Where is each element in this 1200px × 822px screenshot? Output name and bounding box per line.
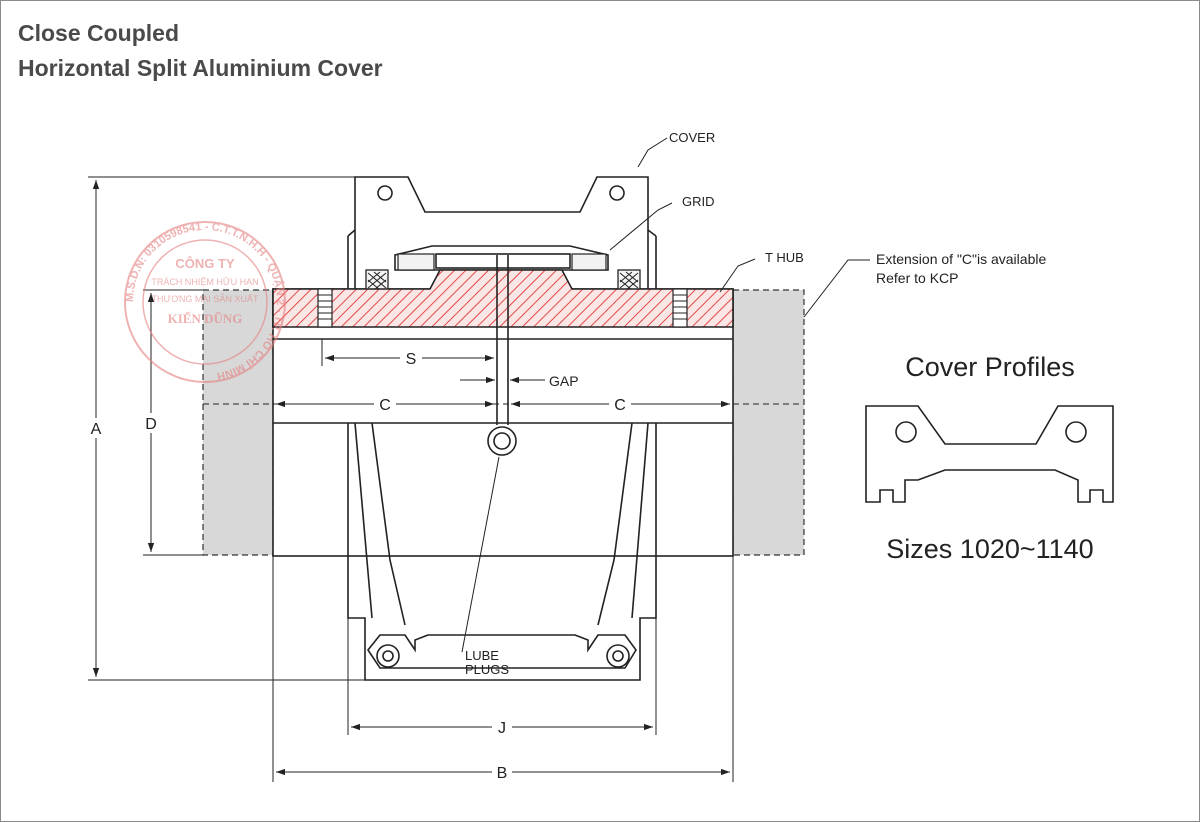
cover-flange-bottom (367, 634, 637, 669)
cover-edge-left (347, 229, 356, 237)
dim-d-label: D (145, 416, 157, 433)
bolt-nut-left-inner (382, 650, 394, 662)
t-hub-callout: T HUB (765, 250, 804, 265)
rib-left-inner (371, 422, 406, 626)
bolt-right (672, 288, 688, 328)
grid-leader (609, 202, 673, 251)
grid-end-right (571, 253, 607, 271)
rib-right-outer (631, 422, 649, 619)
lube-plug (487, 426, 517, 456)
lube-leader (461, 456, 500, 653)
stamp-line-4: KIẾN DŨNG (168, 311, 243, 326)
cover-lower (347, 423, 657, 681)
right-extension-area (732, 289, 805, 556)
t-hub-section-hatched (272, 269, 734, 328)
cover-leader (637, 137, 668, 168)
cover-bolt-hole-left (377, 185, 393, 201)
cover-callout: COVER (669, 130, 715, 145)
title-line-2: Horizontal Split Aluminium Cover (18, 55, 383, 81)
grid-spring (394, 245, 609, 271)
dim-c-left-label: C (379, 397, 391, 414)
extension-leader (803, 259, 870, 318)
rib-left-outer (354, 422, 373, 619)
extension-callout-line2: Refer to KCP (876, 270, 958, 286)
dim-s-label: S (406, 351, 417, 368)
cover-profile-hole-right (1065, 421, 1087, 443)
lube-plug-inner (493, 432, 511, 450)
bolt-nut-left (376, 644, 400, 668)
lube-plugs-line1: LUBE (465, 648, 499, 663)
bolt-nut-right-inner (612, 650, 624, 662)
grid-end-left (397, 253, 435, 271)
cover-profiles-heading: Cover Profiles (905, 352, 1075, 382)
stamp-line-3: THƯƠNG MẠI SẢN XUẤT (152, 293, 259, 304)
grid-center (435, 253, 571, 269)
bolt-left (317, 288, 333, 328)
grid-callout: GRID (682, 194, 715, 209)
cover-upper (354, 176, 649, 289)
cover-edge-right (647, 229, 657, 237)
stamp-line-2: TRÁCH NHIỆM HỮU HẠN (151, 277, 258, 287)
dim-a-label: A (91, 421, 102, 438)
dim-gap-label: GAP (549, 373, 579, 389)
extension-callout-line1: Extension of "C"is available (876, 251, 1046, 267)
dim-b-label: B (497, 765, 508, 782)
dim-c-right-label: C (614, 397, 626, 414)
title-line-1: Close Coupled (18, 20, 180, 46)
lube-plugs-line2: PLUGS (465, 662, 509, 677)
stamp-line-1: CÔNG TY (175, 256, 235, 271)
left-extension-area (202, 289, 274, 556)
bolt-nut-right (606, 644, 630, 668)
cover-profiles-sizes: Sizes 1020~1140 (886, 534, 1093, 564)
dim-j-label: J (498, 720, 506, 737)
rib-right-inner (597, 422, 633, 626)
t-hub-leader (719, 258, 756, 293)
cover-profile-shape (865, 405, 1114, 503)
cover-bolt-hole-right (609, 185, 625, 201)
cover-profile-hole-left (895, 421, 917, 443)
